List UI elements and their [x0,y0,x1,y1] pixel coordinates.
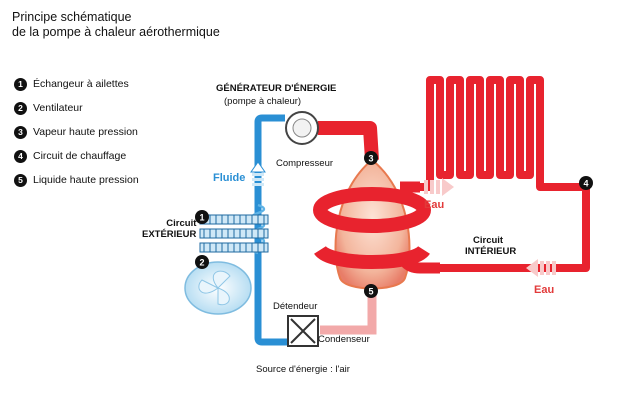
legend: 1 Échangeur à ailettes 2 Ventilateur 3 V… [14,72,139,192]
diagram-title: Principe schématique de la pompe à chale… [12,10,220,40]
marker-3-text: 3 [368,154,373,164]
interior-heating-circuit [400,76,590,274]
generator-label: GÉNÉRATEUR D'ÉNERGIE [216,83,337,94]
circuit-interieur-line-1: Circuit [473,235,504,246]
legend-item-3: 3 Vapeur haute pression [14,120,139,144]
compressor [285,111,319,145]
eau-arrow-bottom [526,259,556,277]
legend-item-5: 5 Liquide haute pression [14,168,139,192]
legend-label: Liquide haute pression [33,174,139,186]
compresseur-label: Compresseur [276,158,334,169]
marker-5: 5 [364,284,378,298]
eau-top-label: Eau [424,199,445,211]
legend-label: Circuit de chauffage [33,150,127,162]
legend-number: 1 [14,77,27,91]
fluide-label: Fluide [213,172,246,184]
marker-2-text: 2 [199,258,204,268]
circuit-interieur-line-2: INTÉRIEUR [465,246,517,257]
generator-sublabel: (pompe à chaleur) [224,96,302,107]
source-label: Source d'énergie : l'air [256,364,350,375]
legend-label: Ventilateur [33,102,83,114]
fluide-arrow [250,161,266,186]
expansion-valve [287,315,319,347]
circuit-exterieur-line-2: EXTÉRIEUR [142,229,197,240]
circuit-interieur-label: Circuit INTÉRIEUR [465,235,516,257]
legend-item-1: 1 Échangeur à ailettes [14,72,139,96]
marker-2: 2 [195,255,209,269]
eau-bottom-label: Eau [534,284,555,296]
marker-5-text: 5 [368,287,373,297]
legend-number: 4 [14,149,27,163]
marker-3: 3 [364,151,378,165]
marker-1-text: 1 [199,213,204,223]
circuit-exterieur-label: Circuit EXTÉRIEUR [142,218,196,240]
title-line-1: Principe schématique [12,10,132,24]
detendeur-label: Détendeur [273,301,318,312]
legend-label: Échangeur à ailettes [33,78,129,90]
fan [184,261,252,315]
legend-number: 3 [14,125,27,139]
title-line-2: de la pompe à chaleur aérothermique [12,25,220,39]
marker-4: 4 [579,176,593,190]
eau-arrow-top [424,178,454,196]
liquid-return-pipe [320,292,377,335]
marker-1: 1 [195,210,209,224]
marker-4-text: 4 [583,179,588,189]
legend-label: Vapeur haute pression [33,126,138,138]
legend-number: 5 [14,173,27,187]
circuit-exterieur-line-1: Circuit [166,218,197,229]
finned-exchanger [199,214,269,253]
legend-item-2: 2 Ventilateur [14,96,139,120]
red-hot-pipe [318,121,379,161]
legend-item-4: 4 Circuit de chauffage [14,144,139,168]
condenseur-label: Condenseur [318,334,370,345]
legend-number: 2 [14,101,27,115]
